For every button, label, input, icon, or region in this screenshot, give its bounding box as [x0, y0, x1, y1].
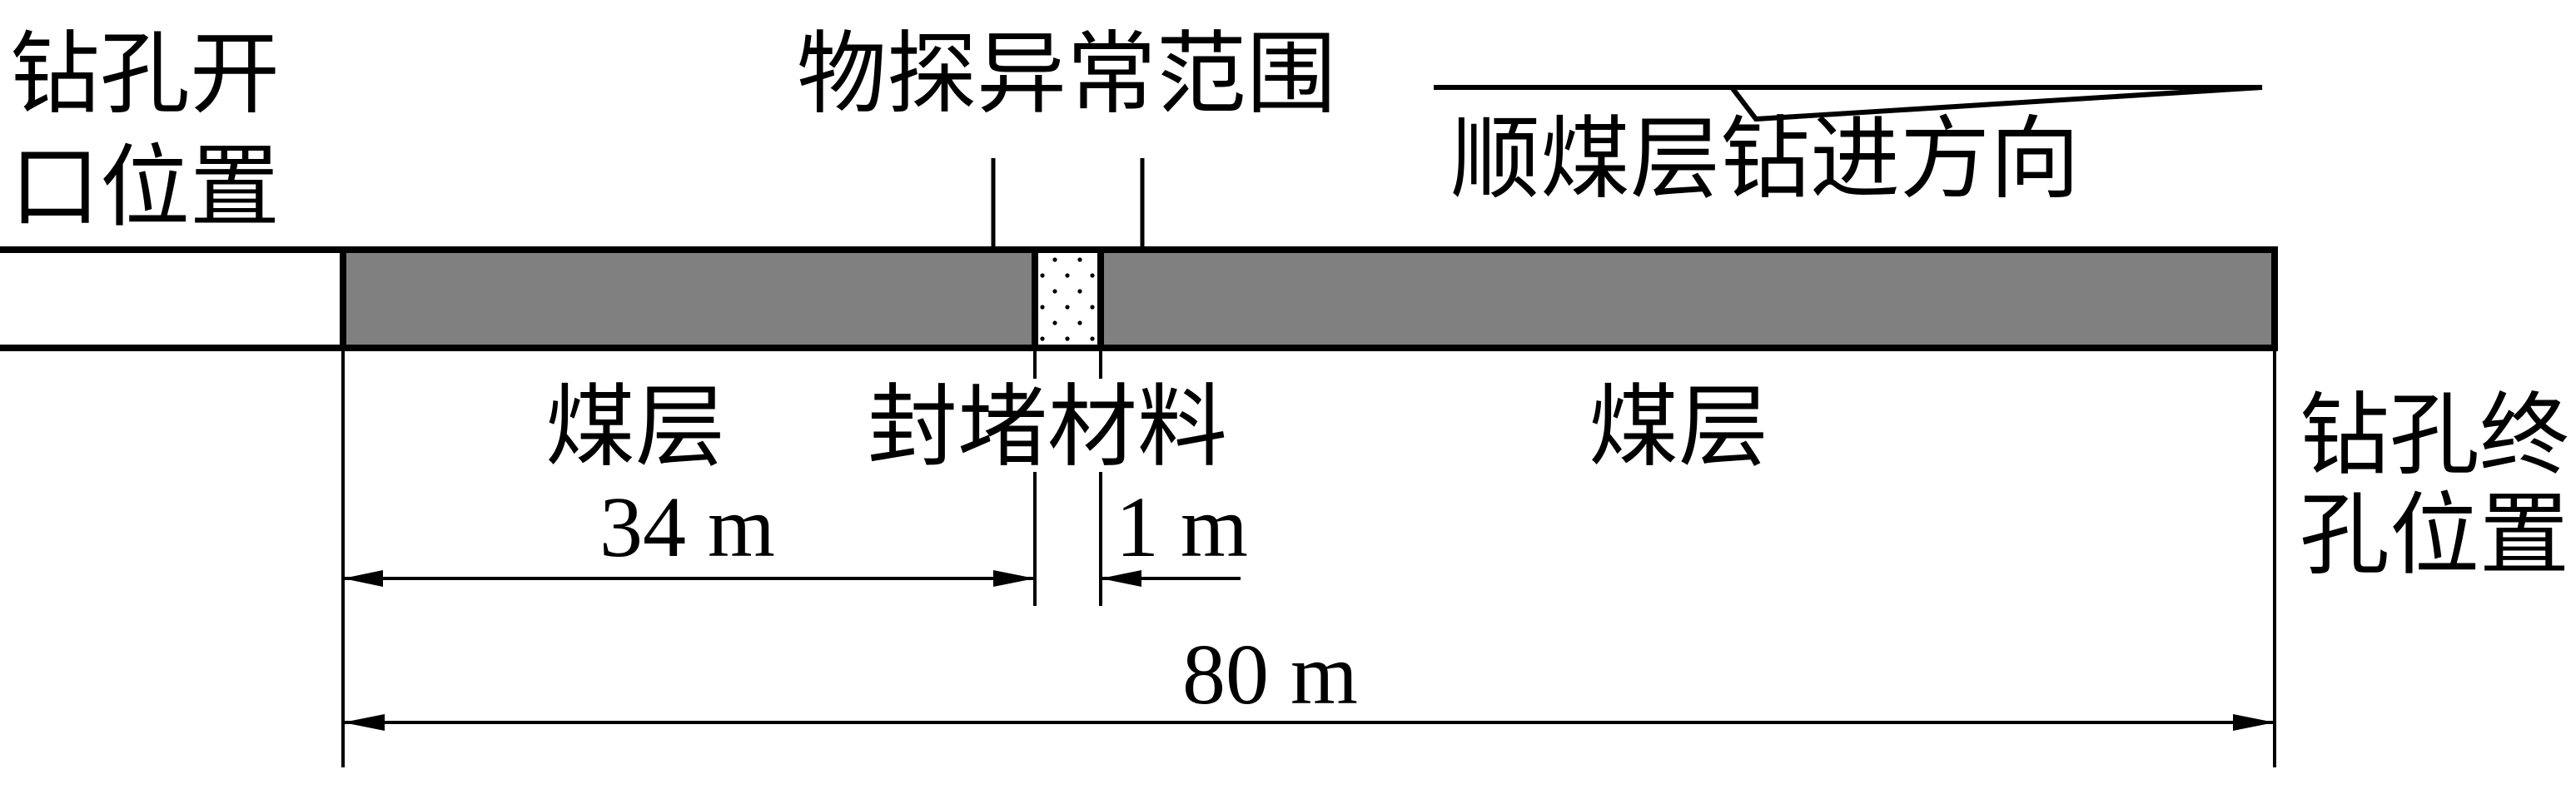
- dim-arrow-34m-left: [343, 570, 383, 587]
- label-seal: 封堵材料: [868, 379, 1227, 478]
- label-end-line1: 钻孔终: [2300, 387, 2569, 486]
- label-start-line2: 口位置: [10, 139, 280, 238]
- label-start-line1: 钻孔开: [10, 26, 280, 125]
- dimension-34m-label: 34 m: [599, 479, 775, 575]
- label-coal-right: 煤层: [1589, 379, 1768, 478]
- open-hole-section: [0, 246, 346, 351]
- label-anomaly: 物探异常范围: [797, 26, 1336, 125]
- coal-seam-section: [340, 246, 2278, 351]
- dimension-80m-label: 80 m: [1182, 627, 1358, 722]
- drilling-direction-arrow: [1434, 85, 2263, 122]
- dim-arrow-80m-right: [2233, 714, 2275, 731]
- label-coal-left: 煤层: [545, 379, 725, 478]
- dim-arrow-34m-right: [993, 570, 1035, 587]
- dim-arrow-1m: [1101, 570, 1141, 587]
- label-direction: 顺煤层钻进方向: [1450, 111, 2080, 210]
- seal-dot-pattern: [1039, 253, 1097, 345]
- dim-arrow-80m-left: [343, 714, 385, 731]
- label-end-line2: 孔位置: [2300, 487, 2569, 586]
- dimension-1m-label: 1 m: [1116, 479, 1248, 575]
